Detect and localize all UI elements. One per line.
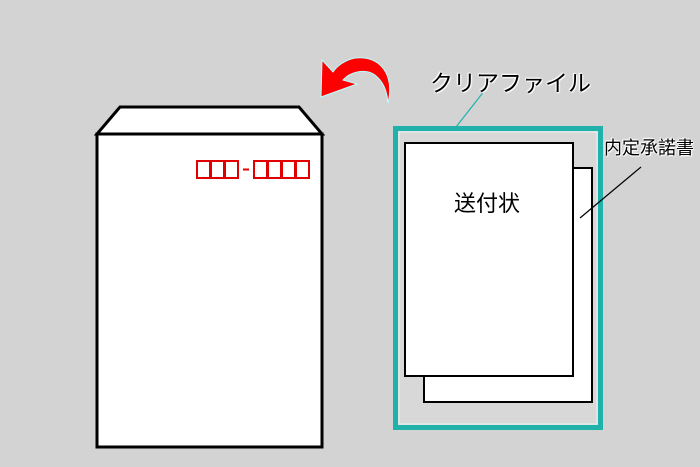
acceptance-letter-leader-line (579, 166, 642, 219)
clear-file-leader-line (455, 89, 486, 128)
envelope-body (95, 132, 324, 449)
acceptance-letter-label: 内定承諾書 (604, 138, 694, 159)
cover-letter-paper (404, 142, 574, 377)
postal-code-boxes (196, 160, 310, 179)
envelope (93, 105, 326, 449)
curved-arrow-icon (320, 57, 391, 104)
clear-file-label: クリアファイル (430, 71, 591, 97)
envelope-flap (93, 105, 326, 136)
cover-letter-label: 送付状 (454, 192, 521, 217)
